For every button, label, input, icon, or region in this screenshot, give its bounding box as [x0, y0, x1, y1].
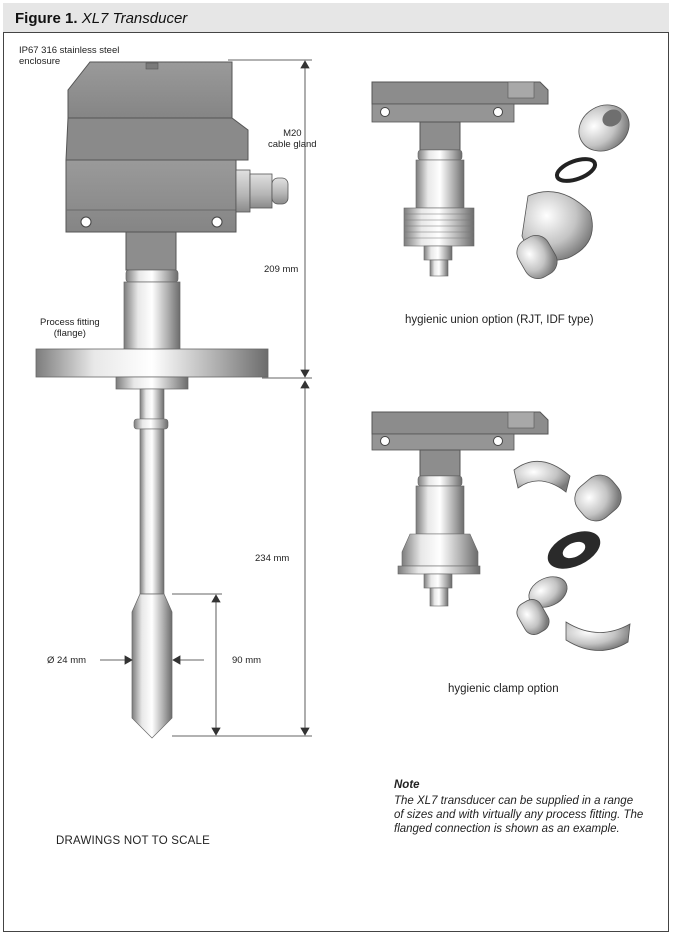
- cable-gland-label: M20 cable gland: [268, 128, 317, 150]
- height-lower-label: 234 mm: [255, 553, 290, 564]
- process-fitting-label: Process fitting (flange): [40, 317, 100, 339]
- clamp-option-caption: hygienic clamp option: [448, 683, 559, 695]
- note-heading: Note: [394, 779, 420, 791]
- not-to-scale-note: DRAWINGS NOT TO SCALE: [56, 835, 210, 847]
- diameter-label: Ø 24 mm: [47, 655, 87, 666]
- figure-title: Figure 1. XL7 Transducer: [15, 10, 187, 27]
- height-upper-label: 209 mm: [264, 264, 299, 275]
- clamp-parts: [513, 460, 631, 651]
- clamp-option-drawing: [371, 411, 631, 651]
- dimension-lines: [100, 59, 312, 737]
- union-parts: [516, 104, 630, 279]
- note-body: The XL7 transducer can be supplied in a …: [394, 795, 644, 835]
- probe-length-label: 90 mm: [232, 655, 262, 666]
- union-option-drawing: [371, 81, 630, 279]
- title-bar: Figure 1. XL7 Transducer: [3, 3, 669, 33]
- union-option-caption: hygienic union option (RJT, IDF type): [405, 314, 594, 326]
- main-transducer: [35, 61, 289, 739]
- enclosure-label: IP67 316 stainless steel enclosure: [19, 45, 120, 67]
- figure-label: Figure 1.: [15, 10, 78, 27]
- figure-name: XL7 Transducer: [81, 10, 188, 27]
- cable-gland: [235, 169, 289, 213]
